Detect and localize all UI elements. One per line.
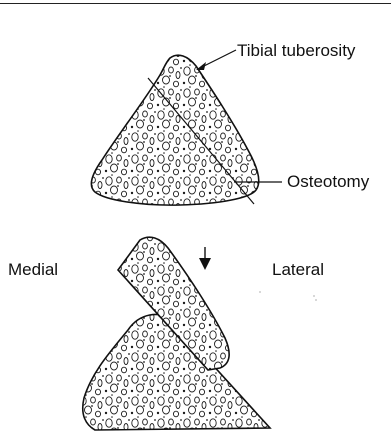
label-lateral: Lateral	[272, 261, 324, 278]
down-arrowhead	[199, 258, 211, 270]
label-osteotomy: Osteotomy	[287, 173, 369, 190]
label-medial: Medial	[8, 261, 58, 278]
tibia-before-osteotomy	[80, 50, 270, 210]
tuberosity-arrowhead	[196, 62, 206, 70]
label-tibial-tuberosity: Tibial tuberosity	[237, 42, 355, 59]
